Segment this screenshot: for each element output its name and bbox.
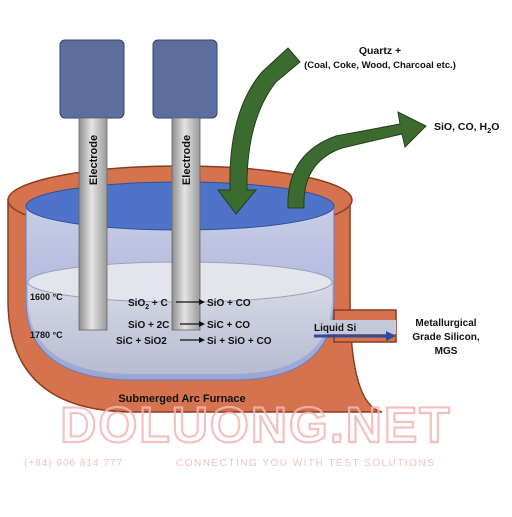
feed-arrow-icon bbox=[217, 47, 301, 215]
input-label-line2: (Coal, Coke, Wood, Charcoal etc.) bbox=[304, 60, 456, 71]
reaction-3-lhs: SiC + SiO2 bbox=[116, 336, 167, 347]
reaction-2-arrowhead bbox=[199, 321, 205, 327]
product-line2: Grade Silicon, bbox=[412, 332, 479, 343]
liquid-si-arrowhead bbox=[386, 331, 396, 341]
product-line3: MGS bbox=[435, 346, 458, 357]
reaction-3-rhs: Si + SiO + CO bbox=[207, 336, 272, 347]
reaction-1-lhs: SiO2 + C bbox=[128, 298, 168, 311]
electrode-right: Electrode bbox=[152, 39, 218, 331]
tap-channel bbox=[318, 320, 396, 334]
reaction-3: SiC + SiO2 Si + SiO + CO bbox=[116, 336, 272, 347]
watermark-brand: DOLUONG.NET bbox=[60, 397, 451, 453]
temperature-lower: 1780 °C bbox=[30, 330, 63, 340]
watermark: DOLUONG.NET (+84) 906 814 777 CONNECTING… bbox=[24, 396, 451, 469]
electrode-right-head bbox=[152, 39, 218, 119]
input-label-line1: Quartz + bbox=[359, 45, 401, 57]
electrode-left-rod bbox=[78, 117, 108, 331]
furnace-label: Submerged Arc Furnace bbox=[118, 393, 245, 405]
output-gases-label: SiO, CO, H2O bbox=[434, 121, 499, 135]
reaction-3-arrowhead bbox=[199, 337, 205, 343]
product-line1: Metallurgical bbox=[415, 318, 476, 329]
reaction-2-lhs: SiO + 2C bbox=[128, 320, 169, 331]
reaction-1: SiO2 + C SiO + CO bbox=[128, 298, 251, 311]
watermark-phone: (+84) 906 814 777 bbox=[24, 458, 123, 469]
electrode-right-rod bbox=[171, 117, 201, 331]
reaction-2-rhs: SiC + CO bbox=[207, 320, 250, 331]
liquid-si-label: Liquid Si bbox=[314, 323, 356, 334]
electrode-left-label: Electrode bbox=[88, 135, 100, 185]
electrode-left-head bbox=[59, 39, 125, 119]
reaction-1-rhs: SiO + CO bbox=[207, 298, 251, 309]
reaction-1-arrowhead bbox=[199, 299, 205, 305]
electrode-left: Electrode bbox=[59, 39, 125, 331]
temperature-upper: 1600 °C bbox=[30, 292, 63, 302]
watermark-tagline: CONNECTING YOU WITH TEST SOLUTIONS bbox=[176, 458, 435, 469]
electrode-right-label: Electrode bbox=[181, 135, 193, 185]
exhaust-arrow-icon bbox=[287, 111, 427, 209]
reaction-2: SiO + 2C SiC + CO bbox=[128, 320, 250, 331]
